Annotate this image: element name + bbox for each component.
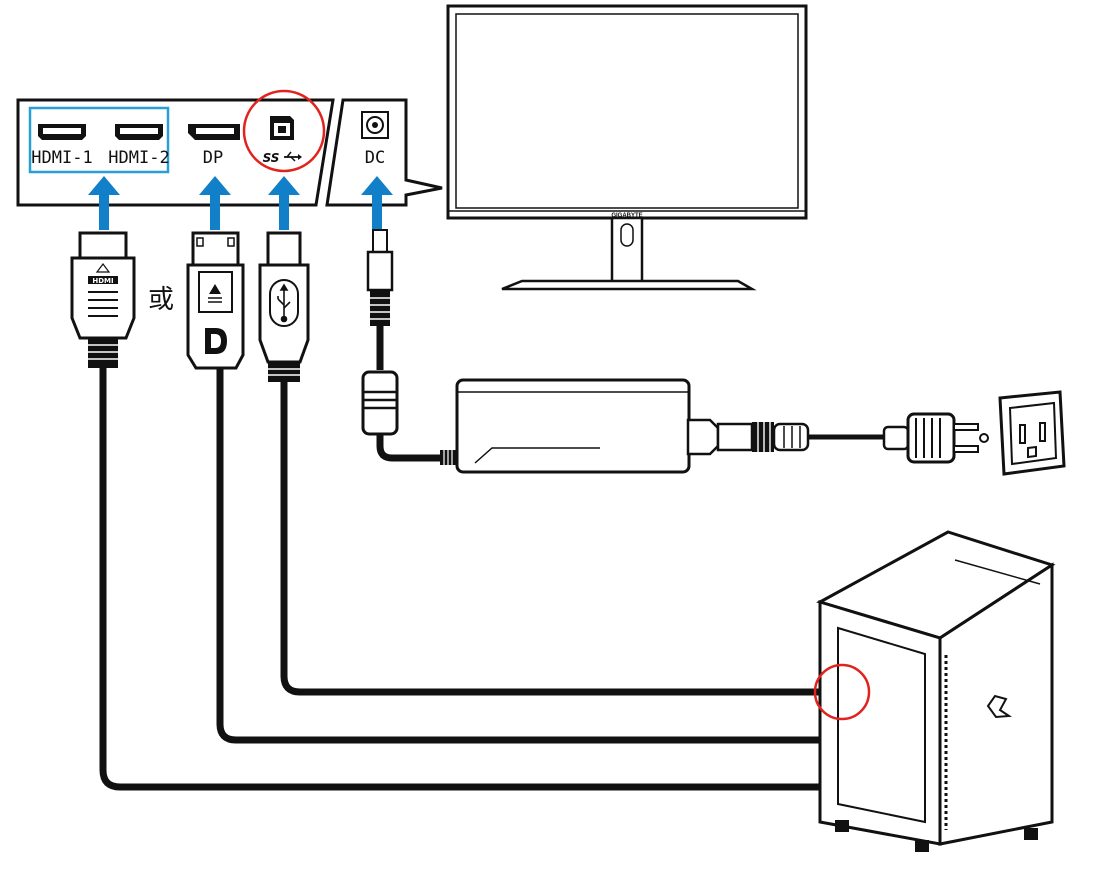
usb-label: SS [263,151,280,165]
monitor-icon: GIGABYTE [446,4,808,291]
usb-cable [280,382,835,696]
displayport-port-icon [188,124,240,140]
svg-text:HDMI: HDMI [92,277,113,285]
hdmi-cable [99,368,835,791]
aorus-logo-icon [986,694,1012,719]
dp-label: DP [203,148,223,168]
hdmi-port-icon [38,124,86,140]
pc-tower-icon [816,530,1056,852]
dc-plug-icon [366,229,394,326]
arrow-up-icon [361,176,393,230]
wall-outlet-icon [998,390,1066,476]
ferrite-core-icon [361,370,399,436]
dp-cable [216,368,835,744]
arrow-up-icon [199,176,231,230]
power-adapter-icon [440,378,691,474]
hdmi-group-box [28,106,170,174]
ac-connector-icon [686,418,810,456]
superspeed-usb-icon: SS [263,151,302,165]
hdmi2-label: HDMI-2 [108,148,169,168]
arrow-up-icon [268,176,300,230]
displayport-plug-icon [186,231,245,370]
arrow-up-icon [88,176,120,230]
dc-label: DC [365,148,385,168]
usb-symbol-icon [277,283,291,323]
port-panel: HDMI-1 HDMI-2 DP SS [16,89,443,207]
ac-plug-icon [882,412,989,464]
dc-jack-icon [361,111,389,139]
pc-usb-highlight-circle [813,663,871,721]
cables [99,326,890,791]
or-label: 或 [148,285,174,315]
adapter-cable [376,432,440,462]
usb-b-plug-icon [258,231,310,382]
hdmi-port-icon [115,124,163,140]
monitor-brand-label: GIGABYTE [611,213,642,219]
usb-highlight-circle [242,89,326,173]
connection-arrows [88,176,393,230]
hdmi-plug-icon: HDMI [70,231,136,368]
hdmi1-label: HDMI-1 [31,148,92,168]
displayport-logo-icon [205,328,227,354]
usb-b-port-icon [270,116,294,140]
